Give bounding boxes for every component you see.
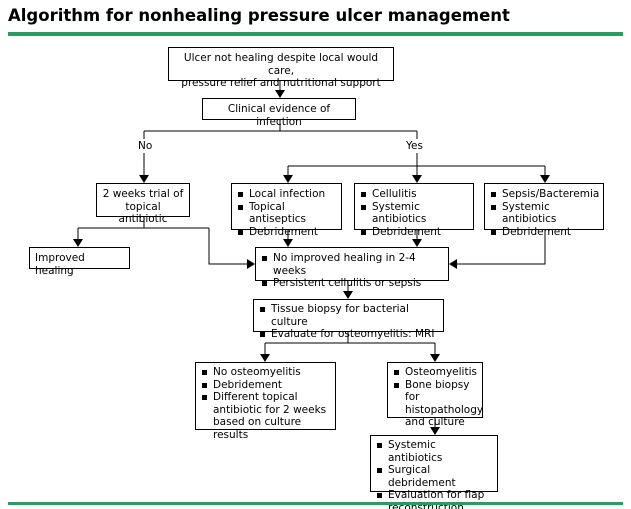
arrowhead-local [283, 175, 293, 183]
osteo-item-2: Bone biopsy for histopathology and cultu… [393, 379, 483, 429]
arrowhead-infection [275, 90, 285, 98]
final-item-1: Systemic antibiotics [376, 439, 492, 464]
no-improve-item-2: Persistent cellulitis or sepsis [261, 277, 443, 290]
no-improve-item-1: No improved healing in 2-4 weeks [261, 252, 443, 277]
osteo-item-1: Osteomyelitis [393, 366, 477, 379]
arrowhead-final [430, 427, 440, 435]
final-item-2: Surgical debridement [376, 464, 492, 489]
arrowhead-cellulitis-noimprove [412, 239, 422, 247]
page-title: Algorithm for nonhealing pressure ulcer … [8, 6, 510, 25]
arrowhead-trial [139, 175, 149, 183]
no-osteo-item-1: No osteomyelitis [201, 366, 330, 379]
sepsis-node: Sepsis/Bacteremia Systemic antibiotics D… [484, 183, 604, 238]
local-item-3: Debridement [237, 226, 336, 239]
no-osteomyelitis-node: No osteomyelitis Debridement Different t… [195, 362, 336, 441]
cellulitis-item-2: Systemic antibiotics [360, 201, 468, 226]
arrowhead-sepsis-noimprove [449, 259, 457, 269]
biopsy-item-1: Tissue biopsy for bacterial culture [259, 303, 438, 328]
start-node: Ulcer not healing despite local would ca… [168, 47, 394, 89]
final-treatment-node: Systemic antibiotics Surgical debridemen… [370, 435, 498, 509]
trial-line-1: 2 weeks trial of [102, 188, 184, 200]
arrowhead-improved [73, 239, 83, 247]
local-infection-node: Local infection Topical antiseptics Debr… [231, 183, 342, 238]
no-osteo-item-3: Different topical antibiotic for 2 weeks… [201, 391, 330, 441]
improved-healing-node: Improved healing [29, 247, 130, 277]
no-improvement-node: No improved healing in 2-4 weeks Persist… [255, 247, 449, 289]
yes-label: Yes [406, 140, 423, 152]
no-label: No [138, 140, 153, 152]
biopsy-item-2: Evaluate for osteomyelitis: MRI [259, 328, 438, 341]
cellulitis-item-3: Debridement [360, 226, 468, 239]
top-rule [8, 32, 623, 36]
arrowhead-cellulitis [412, 175, 422, 183]
connector-sepsis-noimprove [454, 230, 546, 265]
biopsy-node: Tissue biopsy for bacterial culture Eval… [253, 299, 444, 340]
cellulitis-item-1: Cellulitis [360, 188, 468, 201]
connector-trial-noimprove [208, 228, 250, 265]
local-item-2: Topical antiseptics [237, 201, 336, 226]
arrowhead-local-noimprove [283, 239, 293, 247]
final-item-3: Evaluation for flap reconstruction [376, 489, 492, 509]
no-osteo-item-2: Debridement [201, 379, 330, 392]
sepsis-item-1: Sepsis/Bacteremia [490, 188, 599, 201]
local-item-1: Local infection [237, 188, 336, 201]
infection-node: Clinical evidence of infection [202, 98, 356, 128]
start-line-2: pressure relief and nutritional support [181, 77, 381, 89]
arrowhead-noimprove-left [247, 259, 255, 269]
trial-node: 2 weeks trial of topical antibiotic [96, 183, 190, 225]
start-line-1: Ulcer not healing despite local would ca… [183, 52, 379, 77]
arrowhead-sepsis [540, 175, 550, 183]
bottom-rule [8, 502, 623, 505]
arrowhead-osteo [430, 354, 440, 362]
sepsis-item-2: Systemic antibiotics [490, 201, 598, 226]
trial-line-2: topical antibiotic [118, 200, 168, 226]
cellulitis-node: Cellulitis Systemic antibiotics Debridem… [354, 183, 474, 238]
sepsis-item-3: Debridement [490, 226, 598, 239]
osteomyelitis-node: Osteomyelitis Bone biopsy for histopatho… [387, 362, 483, 428]
arrowhead-noosteo [260, 354, 270, 362]
arrowhead-biopsy [343, 291, 353, 299]
